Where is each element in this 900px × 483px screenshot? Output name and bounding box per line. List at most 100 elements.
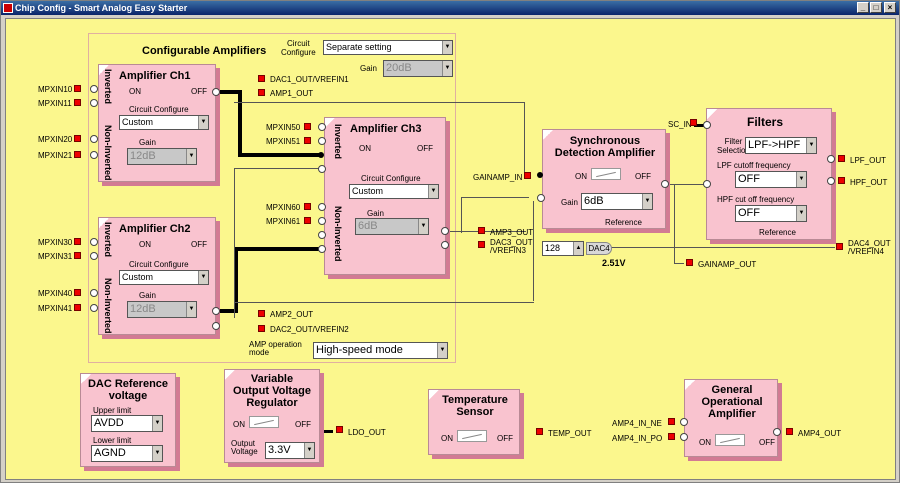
ch2-cc-select[interactable]: Custom▼ — [119, 270, 209, 285]
pin-circle[interactable] — [703, 180, 711, 188]
close-button[interactable]: × — [884, 2, 896, 13]
ch2-gain-select[interactable]: 12dB▼ — [127, 301, 197, 318]
hpf-out-terminal[interactable] — [827, 177, 835, 185]
pin-mpxin50[interactable] — [304, 123, 311, 130]
pin-mpxin41[interactable] — [74, 304, 81, 311]
pin-amp4-in-po[interactable] — [668, 433, 675, 440]
pin-circle[interactable] — [318, 203, 326, 211]
pin-circle[interactable] — [703, 121, 711, 129]
filters-block[interactable]: Filters Filter Selection LPF->HPF▼ LPF c… — [706, 108, 832, 240]
temp-on-label: ON — [441, 434, 453, 443]
maximize-button[interactable]: □ — [870, 2, 882, 13]
upper-limit-select[interactable]: AVDD▼ — [91, 415, 163, 432]
pin-gainamp-out[interactable] — [686, 259, 693, 266]
sync-detection-block[interactable]: Synchronous Detection Amplifier ON OFF G… — [542, 129, 666, 229]
pin-mpxin21[interactable] — [74, 151, 81, 158]
ch2-inverted-label: Inverted — [103, 222, 113, 258]
general-opamp-block[interactable]: General Operational Amplifier ON OFF — [684, 379, 778, 457]
ch1-gain-select[interactable]: 12dB▼ — [127, 148, 197, 165]
pin-temp-out[interactable] — [536, 428, 543, 435]
amplifier-ch2-block[interactable]: Amplifier Ch2 Inverted Non-Inverted ON O… — [98, 217, 216, 335]
ch3-cc-select[interactable]: Custom▼ — [349, 184, 439, 199]
sync-switch[interactable] — [591, 168, 621, 180]
pin-lpf-out[interactable] — [838, 155, 845, 162]
pin-circle[interactable] — [90, 252, 98, 260]
pin-mpxin60[interactable] — [304, 203, 311, 210]
lpf-out-terminal[interactable] — [827, 155, 835, 163]
vreg-title: Variable Output Voltage Regulator — [232, 373, 311, 409]
ch3-gain-select[interactable]: 6dB▼ — [355, 218, 429, 235]
pin-amp4-in-ne[interactable] — [668, 418, 675, 425]
chevron-down-icon: ▼ — [198, 116, 208, 129]
pin-circle[interactable] — [318, 137, 326, 145]
vreg-switch[interactable] — [249, 416, 279, 428]
sync-title: Synchronous Detection Amplifier — [554, 135, 656, 159]
temp-switch[interactable] — [457, 430, 487, 442]
minimize-button[interactable]: _ — [857, 2, 869, 13]
pin-hpf-out[interactable] — [838, 177, 845, 184]
lpf-select[interactable]: OFF▼ — [735, 171, 807, 188]
pin-circle[interactable] — [318, 231, 326, 239]
pin-circle[interactable] — [90, 151, 98, 159]
dac4-value-input[interactable]: 128▲ — [542, 241, 584, 256]
pin-amp1-out[interactable] — [258, 89, 265, 96]
ch1-cc-label: Circuit Configure — [129, 105, 189, 114]
pin-mpxin61[interactable] — [304, 217, 311, 224]
sync-gain-select[interactable]: 6dB▼ — [581, 193, 653, 210]
ch2-on-terminal[interactable] — [212, 307, 220, 315]
chevron-down-icon: ▼ — [152, 416, 162, 431]
pin-amp3-out[interactable] — [478, 227, 485, 234]
output-voltage-select[interactable]: 3.3V▼ — [265, 442, 315, 459]
pin-circle[interactable] — [90, 238, 98, 246]
amp-mode-select[interactable]: High-speed mode▼ — [313, 342, 448, 359]
pin-mpxin31[interactable] — [74, 252, 81, 259]
pin-circle[interactable] — [90, 304, 98, 312]
pin-mpxin20[interactable] — [74, 135, 81, 142]
circuit-configure-select[interactable]: Separate setting▼ — [323, 40, 453, 55]
pin-circle[interactable] — [680, 418, 688, 426]
genop-out-terminal[interactable] — [773, 428, 781, 436]
ch3-off-terminal[interactable] — [441, 241, 449, 249]
pin-gainamp-in[interactable] — [524, 172, 531, 179]
pin-circle[interactable] — [318, 165, 326, 173]
pin-amp2-out[interactable] — [258, 310, 265, 317]
vreg-block[interactable]: Variable Output Voltage Regulator ON OFF… — [224, 369, 320, 463]
lower-limit-select[interactable]: AGND▼ — [91, 445, 163, 462]
wire — [674, 263, 684, 264]
pin-ldo-out[interactable] — [336, 426, 343, 433]
pin-amp4-out[interactable] — [786, 428, 793, 435]
pin-circle[interactable] — [90, 135, 98, 143]
pin-circle[interactable] — [680, 433, 688, 441]
temp-sensor-block[interactable]: Temperature Sensor ON OFF — [428, 389, 520, 455]
pin-mpxin30[interactable] — [74, 238, 81, 245]
ch1-inverted-label: Inverted — [103, 69, 113, 105]
amplifier-ch1-block[interactable]: Amplifier Ch1 Inverted Non-Inverted ON O… — [98, 64, 216, 182]
pin-dac2-out[interactable] — [258, 325, 265, 332]
pin-sc-in[interactable] — [690, 119, 697, 126]
pin-dac4-out[interactable] — [836, 243, 843, 250]
pin-dac3-out[interactable] — [478, 241, 485, 248]
amplifier-ch3-block[interactable]: Amplifier Ch3 Inverted Non-Inverted ON O… — [324, 117, 446, 275]
pin-mpxin11[interactable] — [74, 99, 81, 106]
gain-select[interactable]: 20dB▼ — [383, 60, 453, 77]
pin-circle[interactable] — [318, 245, 326, 253]
pin-circle[interactable] — [90, 85, 98, 93]
pin-circle[interactable] — [90, 99, 98, 107]
pin-mpxin40[interactable] — [74, 289, 81, 296]
pin-circle[interactable] — [318, 217, 326, 225]
ch3-on-terminal[interactable] — [441, 227, 449, 235]
amp4-out-label: AMP4_OUT — [798, 429, 842, 438]
pin-mpxin10[interactable] — [74, 85, 81, 92]
pin-circle[interactable] — [537, 194, 545, 202]
filter-selection-select[interactable]: LPF->HPF▼ — [745, 137, 817, 154]
pin-circle[interactable] — [90, 289, 98, 297]
ch1-off-terminal[interactable] — [212, 88, 220, 96]
ch2-off-terminal[interactable] — [212, 322, 220, 330]
pin-mpxin51[interactable] — [304, 137, 311, 144]
pin-circle[interactable] — [318, 123, 326, 131]
sync-out-terminal[interactable] — [661, 180, 669, 188]
ch1-cc-select[interactable]: Custom▼ — [119, 115, 209, 130]
hpf-select[interactable]: OFF▼ — [735, 205, 807, 222]
pin-dac1-out[interactable] — [258, 75, 265, 82]
genop-switch[interactable] — [715, 434, 745, 446]
